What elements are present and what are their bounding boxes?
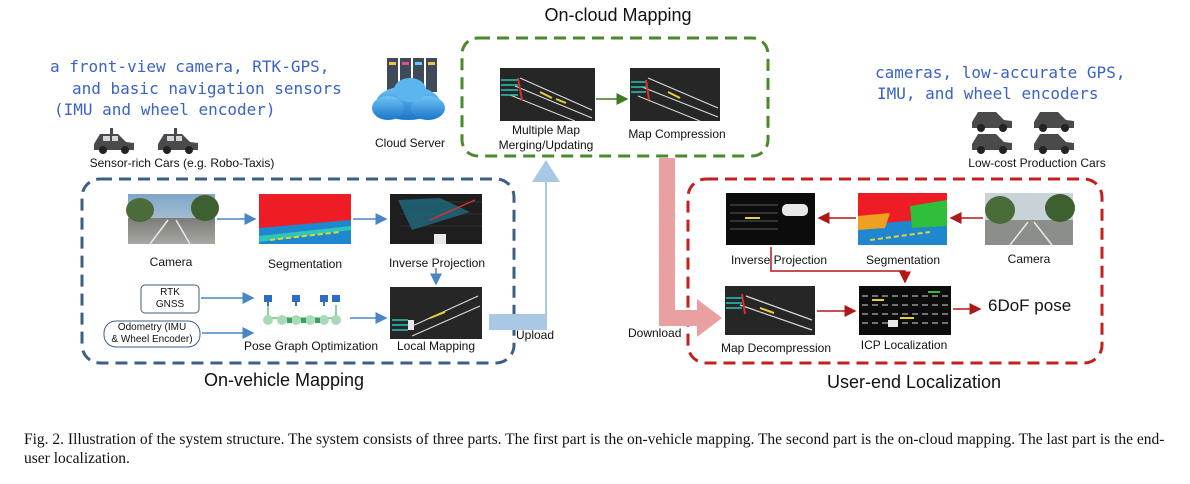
invproj-to-icp-arrow xyxy=(770,247,911,284)
rtk-gnss-box xyxy=(140,284,200,314)
vehicle-inverse-projection-label: Inverse Projection xyxy=(388,256,486,270)
vehicle-segmentation-image xyxy=(259,194,351,244)
user-end-title: User-end Localization xyxy=(826,372,1002,392)
pose-graph-label: Pose Graph Optimization xyxy=(243,339,379,353)
vehicle-camera-image xyxy=(126,194,219,245)
sensor-rich-sensors-line-3: (IMU and wheel encoder) xyxy=(54,100,276,119)
cloud-server-label: Cloud Server xyxy=(374,136,446,150)
local-mapping-label: Local Mapping xyxy=(396,339,476,353)
user-segmentation-image xyxy=(858,193,947,245)
odometry-label-1: Odometry (IMU xyxy=(117,322,187,333)
sensor-rich-cars-label: Sensor-rich Cars (e.g. Robo-Taxis) xyxy=(89,156,275,170)
merge-label-2: Merging/Updating xyxy=(498,138,594,152)
icp-localization-label: ICP Localization xyxy=(860,338,948,352)
on-cloud-box xyxy=(460,36,770,158)
low-cost-cars-label: Low-cost Production Cars xyxy=(968,156,1106,170)
map-decompression-label: Map Decompression xyxy=(720,341,832,355)
user-camera-image xyxy=(985,193,1075,246)
compression-label: Map Compression xyxy=(628,127,726,141)
download-label: Download xyxy=(628,326,682,340)
odometry-box xyxy=(103,320,201,348)
sensor-rich-cars-icon xyxy=(94,128,198,154)
icp-localization-image xyxy=(859,286,951,335)
user-inverse-projection-label: Inverse Projection xyxy=(730,253,828,267)
low-cost-sensors-line-2: IMU, and wheel encoders xyxy=(877,84,1099,103)
vehicle-inverse-projection-image xyxy=(390,194,482,244)
pose-graph-icon xyxy=(263,295,341,325)
low-cost-sensors-line-1: cameras, low-accurate GPS, xyxy=(875,63,1126,82)
on-cloud-title: On-cloud Mapping xyxy=(544,5,692,25)
merged-map-image xyxy=(500,68,595,122)
local-mapping-image xyxy=(390,287,482,339)
user-end-box xyxy=(686,177,1104,365)
sensor-rich-sensors-line-1: a front-view camera, RTK-GPS, xyxy=(50,57,330,76)
on-vehicle-box xyxy=(80,177,516,365)
user-inverse-projection-image xyxy=(726,193,815,245)
upload-arrow xyxy=(489,160,560,330)
vehicle-segmentation-label: Segmentation xyxy=(267,257,343,271)
on-vehicle-title: On-vehicle Mapping xyxy=(203,370,365,390)
low-cost-cars-icon xyxy=(972,112,1074,154)
download-arrow xyxy=(659,158,722,337)
upload-label: Upload xyxy=(516,328,555,342)
gnss-label: GNSS xyxy=(155,299,185,310)
compressed-map-image xyxy=(630,68,720,122)
odometry-label-2: & Wheel Encoder) xyxy=(111,334,193,345)
rtk-label: RTK xyxy=(160,287,180,298)
user-segmentation-label: Segmentation xyxy=(865,253,941,267)
user-camera-label: Camera xyxy=(1007,252,1051,266)
pose-output-label: 6DoF pose xyxy=(988,296,1072,315)
map-decompression-image xyxy=(725,286,815,335)
figure-caption: Fig. 2. Illustration of the system struc… xyxy=(24,431,1165,467)
vehicle-camera-label: Camera xyxy=(149,255,193,269)
sensor-rich-sensors-line-2: and basic navigation sensors xyxy=(72,79,342,98)
cloud-server-icon xyxy=(372,58,445,120)
merge-label-1: Multiple Map xyxy=(511,123,581,137)
